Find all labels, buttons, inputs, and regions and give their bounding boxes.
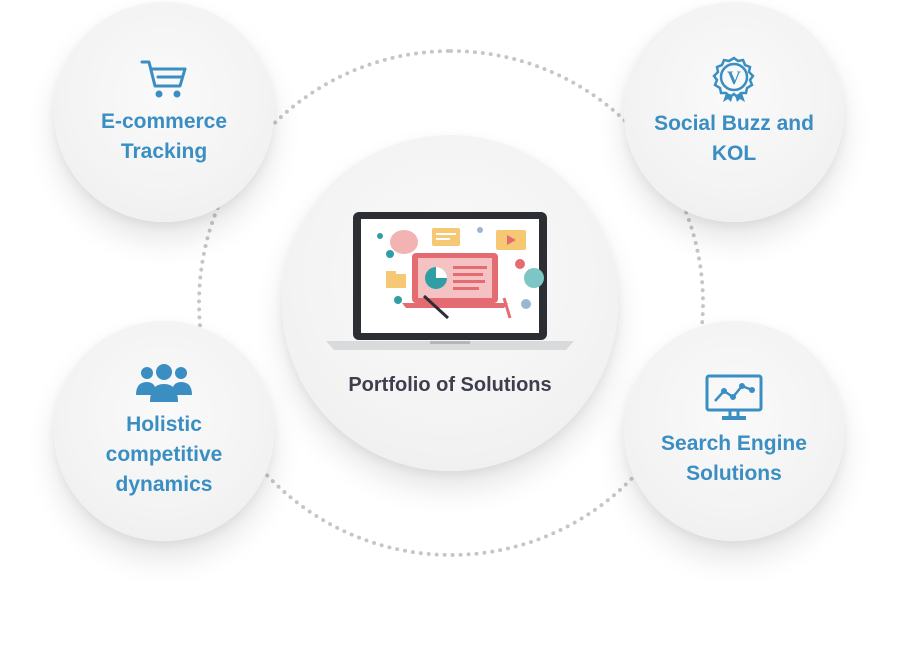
node-label: Search Engine Solutions	[661, 432, 807, 485]
laptop-illustration	[326, 212, 574, 350]
dotted-connection-ring	[197, 49, 705, 557]
center-node-portfolio: Portfolio of Solutions	[282, 135, 618, 471]
node-label: Social Buzz and KOL	[654, 112, 814, 165]
people-group-icon	[136, 364, 192, 402]
node-social-buzz-kol: V Social Buzz and KOL	[624, 2, 844, 222]
center-title: Portfolio of Solutions	[348, 374, 552, 396]
node-search-engine: Search Engine Solutions	[624, 321, 844, 541]
node-holistic-dynamics: Holistic competitive dynamics	[54, 321, 274, 541]
v-badge-icon: V	[712, 56, 755, 102]
analytics-monitor-icon	[705, 374, 763, 420]
node-label: E-commerce Tracking	[100, 110, 228, 163]
node-ecommerce-tracking: E-commerce Tracking	[54, 2, 274, 222]
node-label: Holistic competitive dynamics	[105, 413, 223, 496]
svg-text:V: V	[727, 68, 741, 89]
shopping-cart-icon	[140, 60, 187, 98]
